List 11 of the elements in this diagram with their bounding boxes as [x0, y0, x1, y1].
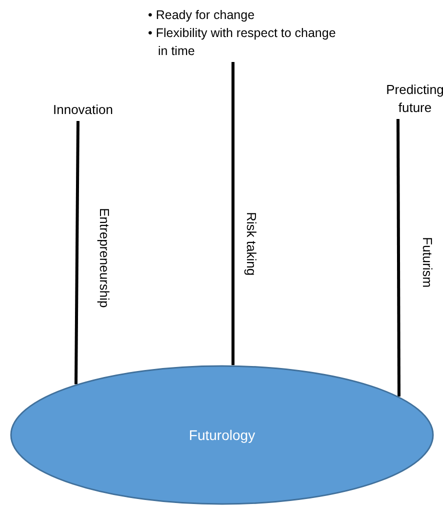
edge-label: Risk taking [244, 212, 258, 276]
edge-label: Futurism [420, 237, 434, 288]
bullet-item: • Flexibility with respect to change in time [148, 25, 337, 60]
connector-line [396, 119, 400, 396]
node-label: Predicting future [385, 81, 443, 117]
connector-line [74, 120, 80, 384]
bullet-item: • Ready for change [148, 7, 256, 24]
node-label: Futurology [188, 426, 256, 444]
connector-line [232, 62, 234, 366]
node-label: Innovation [52, 101, 114, 119]
edge-label: Entrepreneurship [97, 208, 111, 308]
